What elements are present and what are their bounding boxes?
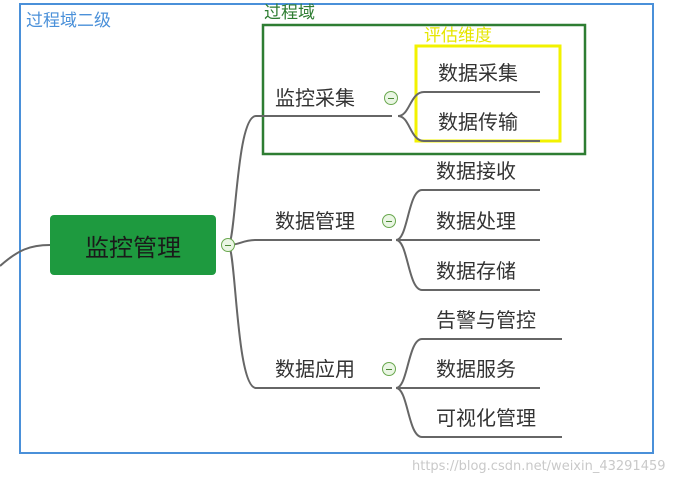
branch-label-data-management[interactable]: 数据管理 — [275, 209, 355, 233]
root-node[interactable]: 监控管理 — [50, 215, 216, 275]
branch1-child-connector-2 — [397, 115, 540, 142]
watermark-text: https://blog.csdn.net/weixin_43291459 — [412, 459, 666, 474]
leaf-data-transmission[interactable]: 数据传输 — [438, 110, 518, 134]
outer-domain-frame — [19, 3, 654, 454]
root-collapse-icon[interactable] — [221, 238, 235, 252]
branch-label-monitor-collect[interactable]: 监控采集 — [275, 86, 355, 110]
branch3-child-connector-1 — [395, 338, 562, 389]
leaf-visual-management[interactable]: 可视化管理 — [436, 406, 536, 430]
process-domain-label: 过程域 — [264, 3, 315, 23]
leaf-data-receive[interactable]: 数据接收 — [436, 159, 516, 183]
leaf-alert-control[interactable]: 告警与管控 — [436, 308, 536, 332]
branch2-collapse-icon[interactable] — [382, 214, 396, 228]
branch-label-data-application[interactable]: 数据应用 — [275, 357, 355, 381]
root-connector-2 — [227, 239, 392, 246]
leaf-data-storage[interactable]: 数据存储 — [436, 259, 516, 283]
outer-domain-label: 过程域二级 — [26, 11, 111, 31]
branch1-child-connector-1 — [397, 91, 540, 117]
branch2-child-connector-3 — [395, 239, 540, 291]
root-connector-3 — [227, 244, 392, 389]
branch1-collapse-icon[interactable] — [384, 91, 398, 105]
branch3-collapse-icon[interactable] — [382, 362, 396, 376]
root-node-label: 监控管理 — [85, 233, 181, 262]
leaf-data-collection[interactable]: 数据采集 — [438, 61, 518, 85]
branch3-child-connector-3 — [395, 387, 562, 438]
parent-connector — [0, 244, 51, 267]
process-domain-frame — [261, 23, 587, 156]
leaf-data-service[interactable]: 数据服务 — [436, 357, 516, 381]
eval-dimension-label: 评估维度 — [424, 26, 492, 46]
branch2-child-connector-1 — [395, 189, 540, 241]
leaf-data-processing[interactable]: 数据处理 — [436, 209, 516, 233]
